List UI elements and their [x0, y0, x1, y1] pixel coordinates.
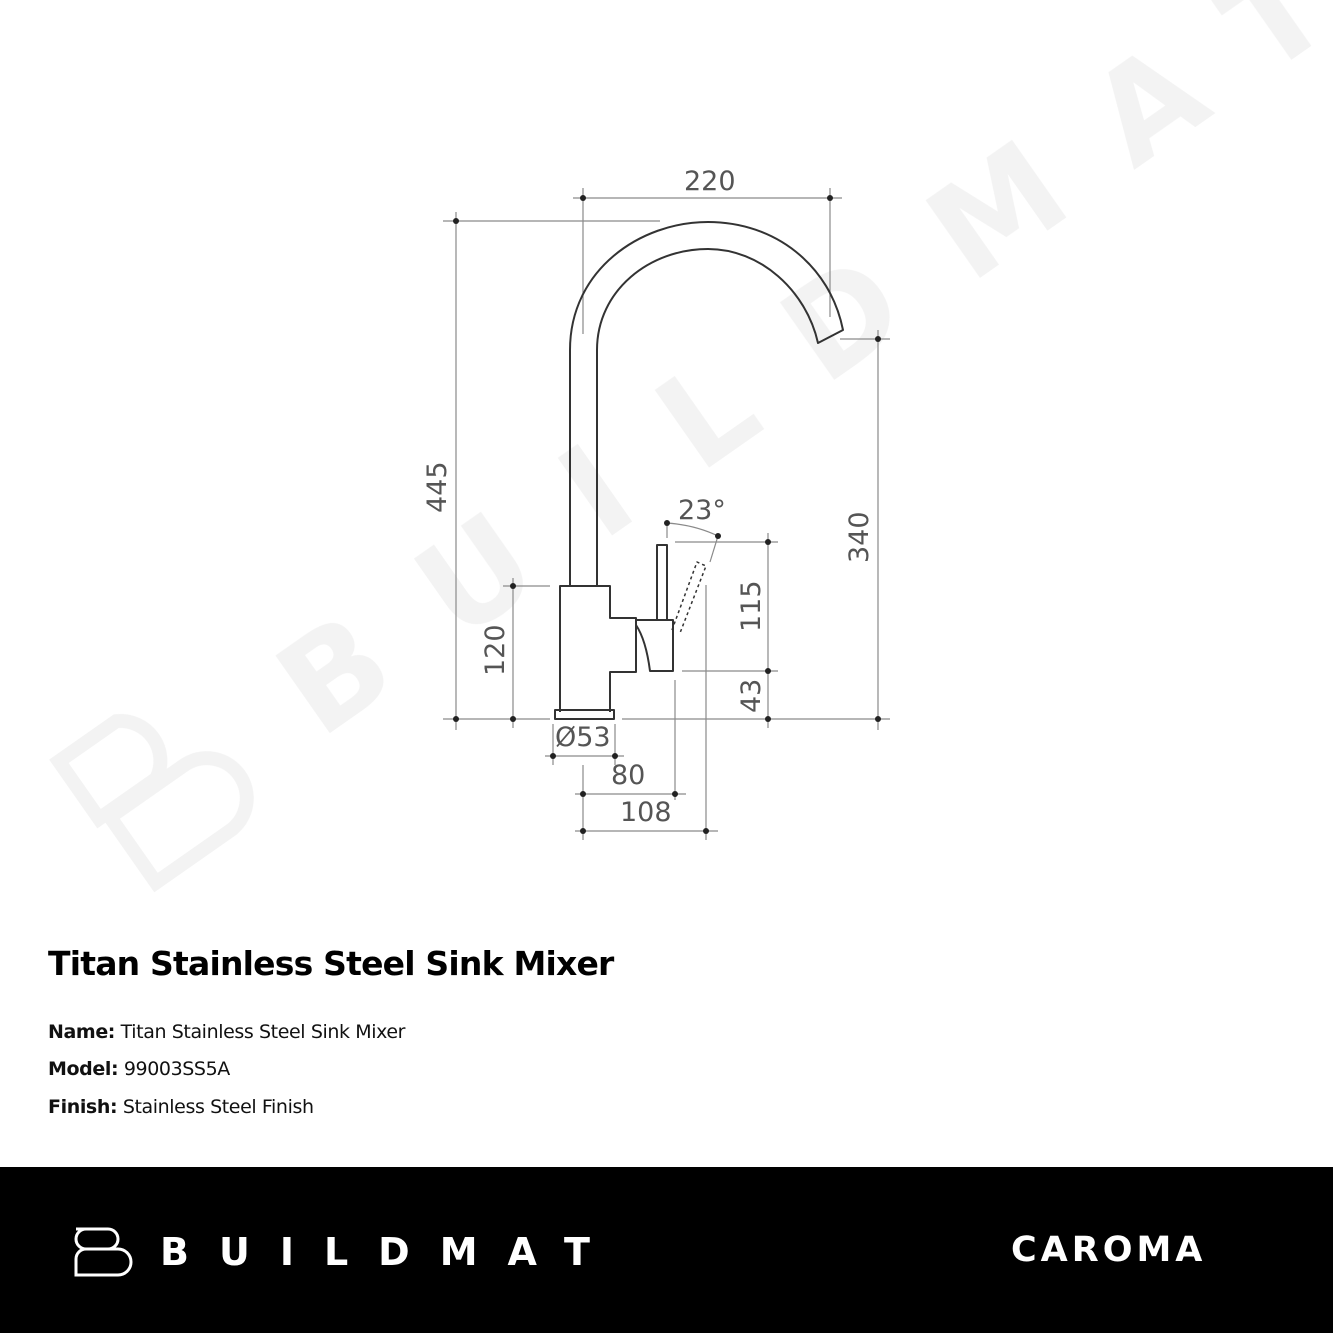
buildmat-wordmark: BUILDMAT [160, 1230, 620, 1274]
spec-value: 99003SS5A [123, 1058, 230, 1080]
buildmat-b-icon [74, 1227, 133, 1277]
dim-23-degrees: 23° [678, 495, 726, 526]
spec-label: Model: [48, 1058, 119, 1080]
caroma-logo: CAROMA [1011, 1230, 1207, 1270]
spec-value: Stainless Steel Finish [122, 1096, 314, 1118]
product-title: Titan Stainless Steel Sink Mixer [48, 944, 614, 983]
dim-220: 220 [684, 166, 736, 197]
technical-drawing: BUILDMAT [49, 0, 1333, 893]
dim-115: 115 [736, 580, 767, 632]
watermark: BUILDMAT [49, 0, 1333, 893]
dim-108: 108 [620, 797, 672, 828]
dim-base-diameter: Ø53 [555, 722, 611, 753]
dim-445: 445 [422, 461, 453, 513]
tap-outline [554, 221, 844, 720]
dimension-dots [453, 195, 881, 834]
footer-band: BUILDMAT CAROMA [0, 1167, 1333, 1333]
dimension-lines [443, 188, 890, 840]
spec-name: Name: Titan Stainless Steel Sink Mixer [48, 1021, 405, 1043]
spec-label: Finish: [48, 1096, 118, 1118]
dim-80: 80 [611, 760, 645, 791]
buildmat-logo: BUILDMAT [74, 1227, 620, 1277]
svg-text:BUILDMAT: BUILDMAT [251, 0, 1333, 765]
dim-43: 43 [736, 679, 767, 713]
spec-value: Titan Stainless Steel Sink Mixer [120, 1021, 406, 1043]
spec-finish: Finish: Stainless Steel Finish [48, 1096, 314, 1118]
dim-340: 340 [844, 511, 875, 563]
dim-120: 120 [480, 624, 511, 676]
spec-model: Model: 99003SS5A [48, 1058, 230, 1080]
spec-label: Name: [48, 1021, 116, 1043]
